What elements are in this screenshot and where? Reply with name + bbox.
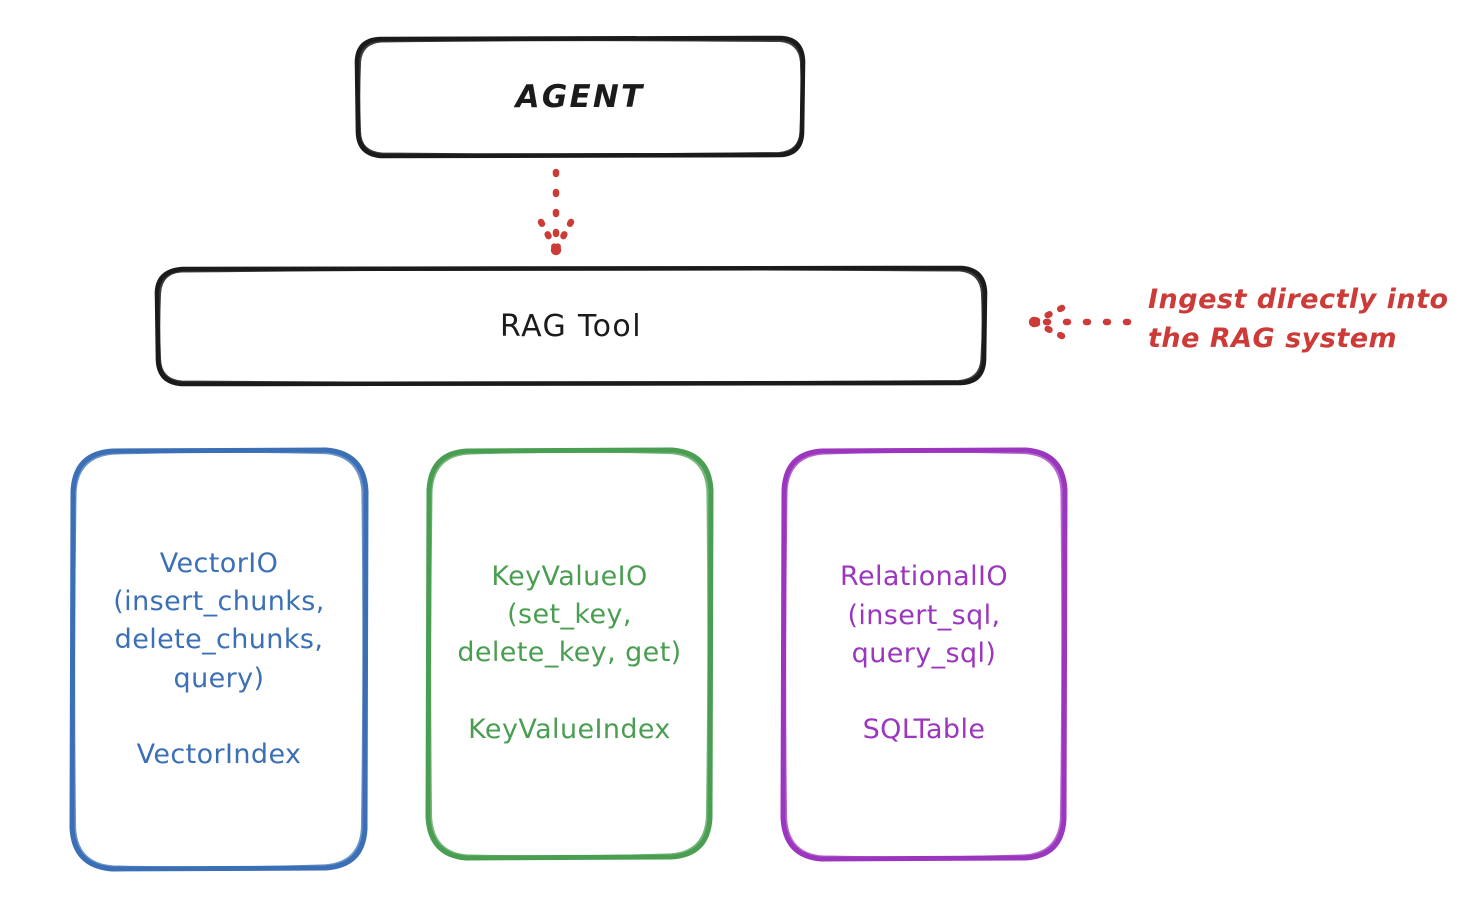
ingest-annotation-connector	[1028, 304, 1132, 340]
agent-to-rag-tool-connector	[537, 168, 575, 256]
relational-io-node[interactable]: RelationalIO (insert_sql, query_sql) SQL…	[783, 450, 1065, 858]
rag-tool-node[interactable]: RAG Tool	[157, 268, 985, 384]
agent-node-label: AGENT	[515, 78, 645, 115]
vector-io-node[interactable]: VectorIO (insert_chunks, delete_chunks, …	[72, 450, 366, 869]
relational-io-node-label: RelationalIO (insert_sql, query_sql) SQL…	[840, 561, 1008, 746]
agent-node[interactable]: AGENT	[357, 38, 803, 156]
rag-tool-node-label: RAG Tool	[500, 308, 642, 344]
vector-io-node-label: VectorIO (insert_chunks, delete_chunks, …	[113, 547, 325, 771]
ingest-annotation-label: Ingest directly into the RAG system	[1148, 284, 1449, 355]
key-value-io-node[interactable]: KeyValueIO (set_key, delete_key, get) Ke…	[428, 450, 711, 857]
key-value-io-node-label: KeyValueIO (set_key, delete_key, get) Ke…	[457, 560, 682, 745]
